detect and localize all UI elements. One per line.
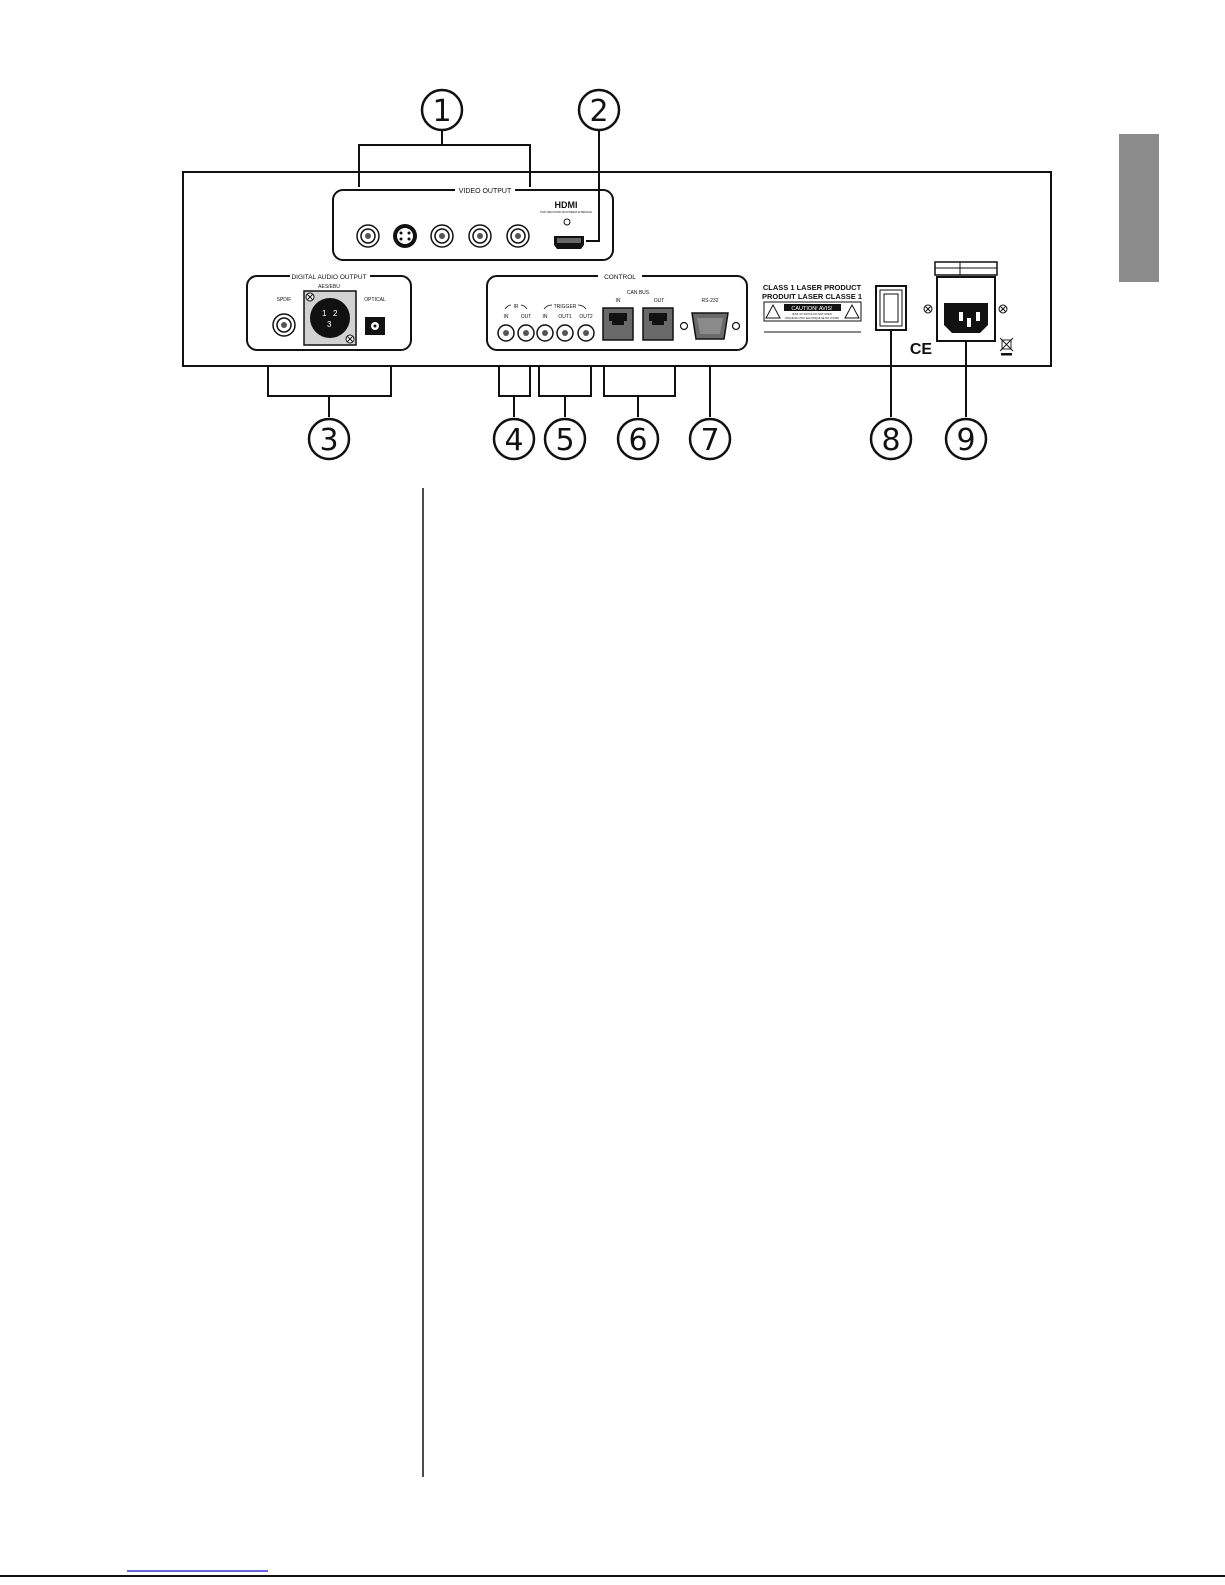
callout-9: 9 (944, 417, 988, 461)
callout-1: 1 (420, 88, 464, 132)
ce-mark: CE (910, 341, 933, 358)
control-section: CONTROL IR IN OUT TRIGGER IN OUT1 OUT2 C… (486, 270, 748, 351)
canbus-label: CAN BUS (627, 290, 650, 296)
callout-4: 4 (492, 417, 536, 461)
laser-line-1: CLASS 1 LASER PRODUCT (763, 283, 862, 292)
optical-label: OPTICAL (364, 297, 386, 303)
aes-ebu-label: AES/EBU (318, 284, 340, 290)
caution-line-1: RISK OF SHOCK DO NOT OPEN (792, 312, 831, 316)
hdmi-logo: HDMI (555, 200, 578, 210)
xlr-pin-2: 2 (333, 309, 338, 318)
trigger-out1-label: OUT1 (558, 314, 572, 320)
ir-out-label: OUT (521, 314, 532, 320)
svg-text:6: 6 (628, 423, 647, 458)
laser-warning-label: CLASS 1 LASER PRODUCT PRODUIT LASER CLAS… (762, 283, 862, 333)
xlr-pin-3: 3 (327, 320, 332, 329)
svg-text:2: 2 (589, 94, 608, 129)
laser-line-2: PRODUIT LASER CLASSE 1 (762, 292, 862, 301)
rs232-port (679, 312, 741, 340)
side-tab (1119, 134, 1159, 282)
svg-text:8: 8 (881, 423, 900, 458)
canbus-ports (602, 307, 674, 341)
video-output-section: VIDEO OUTPUT HDMI HIGH-DEFINITION MULTIM… (332, 184, 614, 261)
weee-bin-icon (999, 337, 1014, 356)
digital-audio-section: DIGITAL AUDIO OUTPUT AES/EBU SPDIF OPTIC… (246, 270, 412, 351)
caution-title: CAUTION! AVIS! (791, 306, 833, 312)
canbus-out-label: OUT (654, 298, 665, 304)
spdif-label: SPDIF (277, 297, 292, 303)
minijack-row (497, 324, 595, 342)
trigger-label: TRIGGER (554, 304, 577, 310)
power-inlet (923, 261, 1014, 356)
hdmi-tagline: HIGH-DEFINITION MULTIMEDIA INTERFACE (540, 211, 592, 214)
power-switch (875, 285, 907, 331)
callout-6: 6 (616, 417, 660, 461)
xlr-connector: 1 2 3 (303, 290, 357, 346)
spdif-jack (272, 313, 296, 337)
svg-text:1: 1 (432, 94, 451, 129)
digital-audio-title: DIGITAL AUDIO OUTPUT (291, 274, 366, 281)
svg-text:9: 9 (956, 423, 975, 458)
svg-text:4: 4 (504, 423, 523, 458)
xlr-pin-1: 1 (322, 309, 327, 318)
callout-8: 8 (869, 417, 913, 461)
callout-7: 7 (688, 417, 732, 461)
caution-line-2: RISQUE DE CHOC ELECTRIQUE NE PAS OUVRIR (785, 317, 839, 320)
canbus-in-label: IN (616, 298, 621, 304)
trigger-out2-label: OUT2 (579, 314, 593, 320)
svg-text:7: 7 (700, 423, 719, 458)
trigger-in-label: IN (543, 314, 548, 320)
rs232-label: RS-232 (702, 298, 719, 304)
svg-text:5: 5 (555, 423, 574, 458)
ir-in-label: IN (504, 314, 509, 320)
callout-2: 2 (577, 88, 621, 132)
chassis-outline (182, 171, 1052, 367)
callout-leaders (267, 131, 967, 417)
video-output-title: VIDEO OUTPUT (459, 188, 512, 195)
callout-3: 3 (307, 417, 351, 461)
callout-5: 5 (543, 417, 587, 461)
svg-text:3: 3 (319, 423, 338, 458)
ir-label: IR (514, 304, 519, 310)
rca-video-jacks (356, 224, 530, 248)
control-title: CONTROL (604, 274, 636, 281)
optical-jack (365, 317, 385, 335)
